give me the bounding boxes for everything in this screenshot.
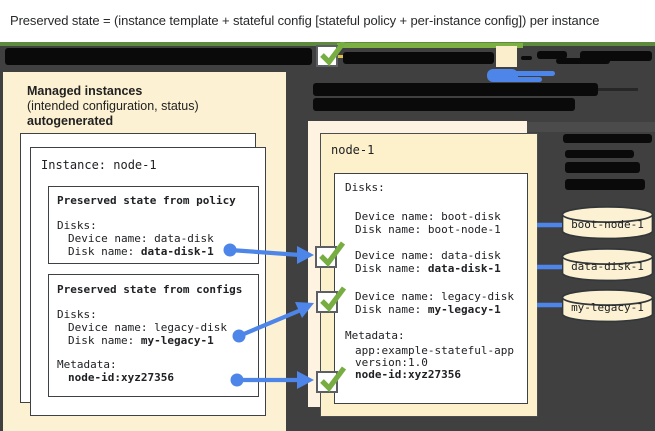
vm-data-disk: Disk name: data-disk-1	[355, 262, 501, 275]
vm-disks-section: Disks:	[345, 181, 385, 194]
check-icon	[320, 286, 347, 312]
diagram-canvas: Managed instances (intended configuratio…	[0, 42, 655, 431]
disk-label: my-legacy-1	[571, 301, 644, 314]
vm-card: node-1 Disks: Device name: boot-disk Dis…	[320, 133, 538, 417]
configs-box-title: Preserved state from configs	[57, 283, 243, 296]
check-icon	[320, 366, 347, 392]
redacted-vm-note-3	[565, 162, 640, 173]
policy-state-box: Preserved state from policy Disks: Devic…	[48, 186, 259, 264]
vm-metadata-app: app:example-stateful-app	[355, 344, 514, 357]
title-bar: Preserved state = (instance template + s…	[0, 0, 655, 42]
vm-disks-box: Disks: Device name: boot-disk Disk name:…	[334, 173, 528, 404]
checkbox-legacy-disk	[316, 286, 347, 313]
vm-legacy-disk-value: my-legacy-1	[427, 303, 501, 316]
disk-cylinder-legacy: my-legacy-1	[561, 288, 654, 323]
checkbox-node-id	[316, 366, 347, 393]
vm-boot-device: Device name: boot-disk	[355, 210, 501, 223]
panel-subheading: (intended configuration, status)	[27, 99, 199, 113]
legend-green-line	[0, 42, 655, 46]
configs-disks-section: Disks:	[57, 308, 97, 321]
legend-checkmark-box	[316, 42, 347, 67]
configs-disk-value: my-legacy-1	[140, 334, 214, 347]
vm-data-device: Device name: data-disk	[355, 249, 501, 262]
vm-title: node-1	[331, 143, 375, 157]
managed-instances-panel: Managed instances (intended configuratio…	[3, 72, 286, 431]
check-icon	[319, 241, 346, 267]
vm-metadata-node-id: node-id:xyz27356	[355, 368, 461, 381]
cylinder-icon	[561, 289, 654, 323]
redacted-gray-bar	[527, 122, 655, 132]
legend-green-arrow-line	[337, 43, 523, 48]
vm-metadata-version: version:1.0	[355, 356, 428, 369]
configs-disk-line: Disk name: my-legacy-1	[68, 334, 214, 347]
panel-note: autogenerated	[27, 114, 114, 128]
blue-scribble-line-2	[510, 77, 542, 82]
redacted-scribble-2	[556, 58, 610, 64]
configs-metadata-value: node-id:xyz27356	[68, 371, 174, 384]
policy-box-title: Preserved state from policy	[57, 194, 236, 207]
vm-legacy-device: Device name: legacy-disk	[355, 290, 514, 303]
policy-disk-value: data-disk-1	[140, 245, 214, 258]
policy-disk-label: Disk name:	[68, 245, 141, 258]
check-icon	[320, 42, 347, 66]
configs-metadata-label: Metadata:	[57, 358, 117, 371]
redacted-dash	[521, 56, 532, 60]
redacted-text-tail	[598, 88, 638, 91]
vm-legacy-disk-label: Disk name:	[355, 303, 428, 316]
cylinder-icon	[561, 206, 654, 240]
panel-heading: Managed instances	[27, 84, 143, 98]
configs-state-box: Preserved state from configs Disks: Devi…	[48, 274, 259, 397]
instance-title: Instance: node-1	[41, 158, 157, 172]
diagram-title: Preserved state = (instance template + s…	[10, 13, 600, 28]
disk-cylinder-data: data-disk-1	[561, 247, 654, 282]
redacted-legend-text-left	[5, 48, 312, 65]
vm-metadata-label: Metadata:	[345, 329, 405, 342]
redacted-text-line-1	[313, 83, 598, 96]
vm-boot-disk: Disk name: boot-node-1	[355, 223, 501, 236]
configs-disk-label: Disk name:	[68, 334, 141, 347]
vm-data-disk-value: data-disk-1	[427, 262, 501, 275]
policy-disk-line: Disk name: data-disk-1	[68, 245, 214, 258]
policy-disks-section: Disks:	[57, 219, 97, 232]
disk-label: boot-node-1	[571, 218, 644, 231]
legend-beige-swatch	[496, 46, 517, 67]
blue-scribble-line-1	[512, 71, 555, 76]
redacted-scribble-1	[537, 51, 567, 59]
redacted-vm-note-1	[563, 134, 652, 143]
redacted-legend-text-mid	[343, 52, 494, 64]
vm-legacy-disk: Disk name: my-legacy-1	[355, 303, 501, 316]
redacted-text-line-2	[313, 98, 575, 111]
instance-card: Instance: node-1 Preserved state from po…	[30, 147, 266, 416]
redacted-vm-note-2	[565, 150, 634, 158]
redacted-scribble-3	[580, 51, 652, 61]
policy-device-line: Device name: data-disk	[68, 232, 214, 245]
checkbox-data-disk	[315, 241, 346, 268]
disk-label: data-disk-1	[571, 260, 644, 273]
redacted-vm-note-4	[565, 179, 645, 190]
configs-device-line: Device name: legacy-disk	[68, 321, 227, 334]
vm-data-disk-label: Disk name:	[355, 262, 428, 275]
cylinder-icon	[561, 248, 654, 282]
disk-cylinder-boot: boot-node-1	[561, 205, 654, 240]
